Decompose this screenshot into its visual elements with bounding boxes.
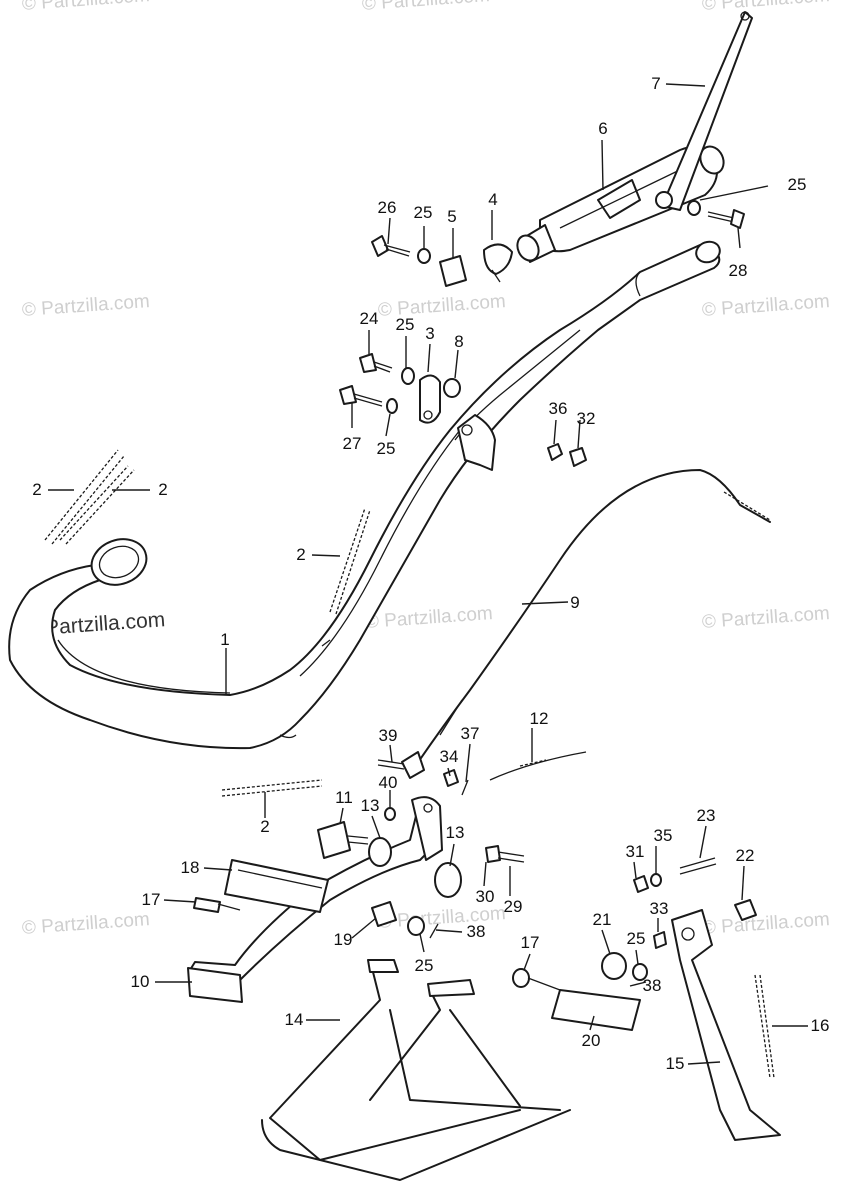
callout-2: 2	[296, 545, 306, 564]
callout-25: 25	[414, 956, 434, 975]
callout-12: 12	[529, 709, 549, 728]
callout-27: 27	[342, 434, 362, 453]
callout-2: 2	[32, 480, 42, 499]
callout-28: 28	[728, 261, 748, 280]
callout-8: 8	[454, 332, 464, 351]
callout-22: 22	[735, 846, 755, 865]
callout-26: 26	[377, 198, 397, 217]
exhaust-pipe	[8, 240, 721, 750]
callout-9: 9	[570, 593, 580, 612]
callout-19: 19	[333, 930, 353, 949]
brake-cable	[401, 469, 771, 779]
muffler	[516, 145, 725, 263]
callout-13: 13	[360, 796, 380, 815]
callout-2: 2	[158, 480, 168, 499]
callout-25: 25	[376, 439, 396, 458]
callout-21: 21	[592, 910, 612, 929]
callout-14: 14	[284, 1010, 304, 1029]
callout-16: 16	[810, 1016, 830, 1035]
callout-29: 29	[503, 897, 523, 916]
leader-lines	[48, 83, 808, 1065]
callout-39: 39	[378, 726, 398, 745]
callout-1: 1	[220, 630, 230, 649]
callout-11: 11	[335, 788, 353, 807]
callout-34: 34	[439, 747, 459, 766]
callout-37: 37	[460, 724, 480, 743]
callout-33: 33	[649, 899, 669, 918]
callout-25: 25	[787, 175, 807, 194]
footpeg-right	[512, 952, 648, 1031]
callout-25: 25	[395, 315, 415, 334]
callout-5: 5	[447, 207, 457, 226]
callout-23: 23	[696, 806, 716, 825]
callout-17: 17	[520, 933, 540, 952]
callout-15: 15	[665, 1054, 685, 1073]
callout-17: 17	[141, 890, 161, 909]
callout-18: 18	[180, 858, 200, 877]
side-stand	[633, 857, 781, 1141]
callout-40: 40	[378, 773, 398, 792]
callout-2: 2	[260, 817, 270, 836]
callout-4: 4	[488, 190, 498, 209]
callout-38: 38	[466, 922, 486, 941]
springs	[44, 449, 775, 1079]
upper-hardware	[339, 200, 745, 467]
callout-35: 35	[653, 826, 673, 845]
callout-7: 7	[651, 74, 661, 93]
callout-24: 24	[359, 309, 379, 328]
footpeg-left	[193, 859, 329, 913]
pivot-hardware	[317, 759, 525, 939]
callout-10: 10	[130, 972, 150, 991]
callout-30: 30	[475, 887, 495, 906]
callout-6: 6	[598, 119, 608, 138]
callout-32: 32	[576, 409, 596, 428]
callout-3: 3	[425, 324, 435, 343]
callout-20: 20	[581, 1031, 601, 1050]
callout-25: 25	[413, 203, 433, 222]
callout-31: 31	[625, 842, 645, 861]
callout-36: 36	[548, 399, 568, 418]
callout-25: 25	[626, 929, 646, 948]
callout-13: 13	[445, 823, 465, 842]
callout-38: 38	[642, 976, 662, 995]
muffler-stay	[655, 11, 753, 211]
maintenance-stand	[261, 959, 571, 1181]
